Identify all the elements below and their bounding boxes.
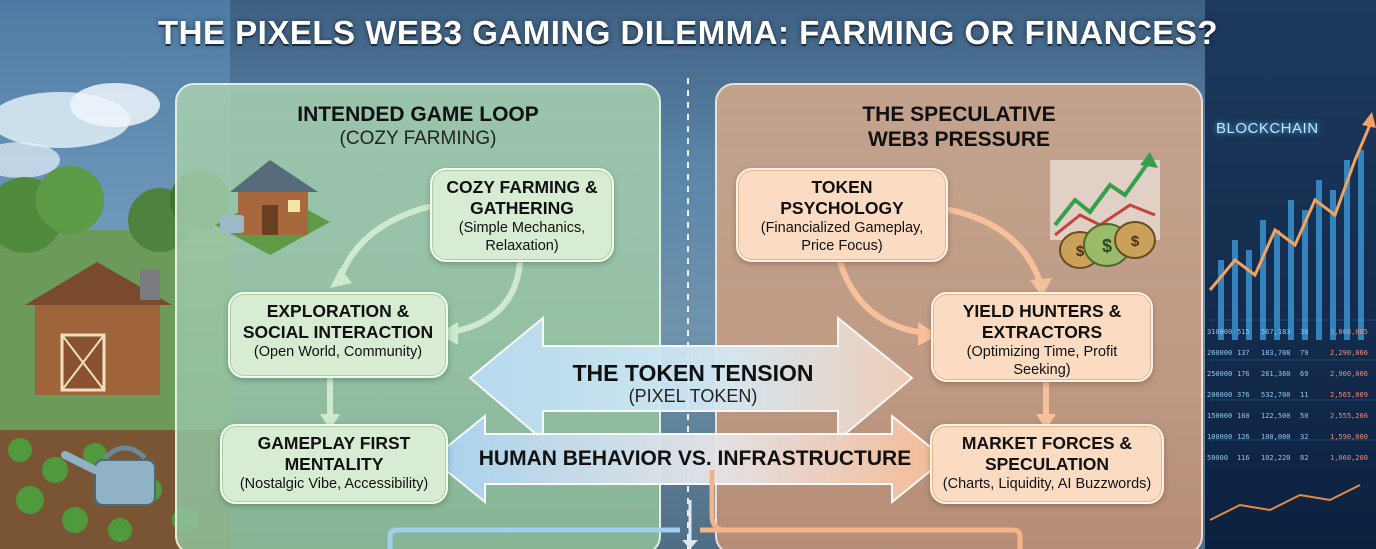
node-title: PSYCHOLOGY [780,198,904,218]
blockchain-label: BLOCKCHAIN [1216,120,1319,137]
node-title: TOKEN [811,177,873,197]
page-title: THE PIXELS WEB3 GAMING DILEMMA: FARMING … [157,14,1218,51]
ticker-value: 116 [1237,454,1250,462]
svg-text:$: $ [1131,233,1140,250]
ticker-value: 122,500 [1261,412,1291,420]
ticker-value: 79 [1300,349,1309,357]
token-tension-title: THE TOKEN TENSION [572,360,814,386]
ticker-value: 2,900,006 [1330,370,1368,378]
ticker-column-2: 515 137 176 376 160 126 116 [1237,322,1257,469]
node-title: GAMEPLAY FIRST [257,433,411,453]
ticker-value: 82 [1300,454,1309,462]
ticker-value: 50000 [1207,454,1229,462]
node-detail: (Nostalgic Vibe, Accessibility) [239,476,429,492]
ticker-value: 176 [1237,370,1250,378]
ticker-column-3: 567,183 183,708 261,360 532,700 122,500 … [1261,322,1295,469]
node-detail: (Simple Mechanics, [458,220,586,236]
ticker-value: 2,555,206 [1330,412,1368,420]
node-title: SOCIAL INTERACTION [242,322,434,342]
node-title: MARKET FORCES & [961,433,1133,453]
ticker-value: 567,183 [1261,328,1291,336]
node-title: COZY FARMING & [446,177,598,197]
ticker-value: 200000 [1207,391,1233,399]
ticker-value: 100,000 [1261,433,1291,441]
node-detail: (Open World, Community) [253,344,423,360]
money-bags-icon: $ $ $ [1059,221,1156,269]
barn-icon [25,262,172,395]
ticker-column-5: 3,808,065 2,290,066 2,900,006 2,565,009 … [1330,322,1374,469]
ticker-column-4: 38 79 69 11 50 32 82 [1300,322,1316,469]
right-panel-heading-line2: WEB3 PRESSURE [867,128,1051,151]
ticker-value: 250000 [1207,370,1233,378]
node-detail: (Charts, Liquidity, AI Buzzwords) [942,476,1152,492]
svg-text:$: $ [1076,243,1085,260]
ticker-value: 11 [1300,391,1309,399]
left-panel-subheading: (COZY FARMING) [339,128,497,149]
node-detail: (Financialized Gameplay, [760,220,924,236]
ticker-value: 260000 [1207,349,1233,357]
ticker-value: 1,590,000 [1330,433,1368,441]
token-tension-subtitle: (PIXEL TOKEN) [628,386,758,406]
node-detail: (Optimizing Time, Profit [966,344,1118,360]
node-title: MENTALITY [284,454,384,474]
node-title: EXPLORATION & [266,301,410,321]
node-cozy-farming: COZY FARMING & GATHERING (Simple Mechani… [430,168,614,262]
node-title: SPECULATION [984,454,1110,474]
ticker-value: 160 [1237,412,1250,420]
ticker-value: 137 [1237,349,1250,357]
ticker-value: 150000 [1207,412,1233,420]
ticker-value: 183,708 [1261,349,1291,357]
svg-text:$: $ [1102,236,1112,256]
right-panel-heading-line1: THE SPECULATIVE [862,103,1056,126]
ticker-value: 100000 [1207,433,1233,441]
node-gameplay-first: GAMEPLAY FIRST MENTALITY (Nostalgic Vibe… [220,424,448,504]
ticker-value: 102,220 [1261,454,1291,462]
ticker-value: 50 [1300,412,1309,420]
blockchain-chart-icon [1208,112,1376,521]
node-title: YIELD HUNTERS & [962,301,1122,321]
ticker-value: 126 [1237,433,1250,441]
node-detail: Seeking) [1013,362,1071,378]
left-panel-heading: INTENDED GAME LOOP [297,103,539,126]
node-yield-hunters: YIELD HUNTERS & EXTRACTORS (Optimizing T… [931,292,1153,382]
ticker-value: 1,060,200 [1330,454,1368,462]
ticker-value: 2,565,009 [1330,391,1368,399]
human-behavior-label: HUMAN BEHAVIOR VS. INFRASTRUCTURE [478,447,912,470]
node-token-psychology: TOKEN PSYCHOLOGY (Financialized Gameplay… [736,168,948,262]
node-title: GATHERING [470,198,574,218]
ticker-value: 38 [1300,328,1309,336]
watering-can-icon [61,445,156,506]
node-detail: Relaxation) [485,238,559,254]
ticker-value: 532,700 [1261,391,1291,399]
node-market-forces: MARKET FORCES & SPECULATION (Charts, Liq… [930,424,1164,504]
farmhouse-icon [215,160,330,255]
ticker-value: 69 [1300,370,1309,378]
ticker-column-1: 310000 260000 250000 200000 150000 10000… [1207,322,1237,469]
ticker-value: 515 [1237,328,1250,336]
ticker-value: 2,290,066 [1330,349,1368,357]
ticker-value: 376 [1237,391,1250,399]
ticker-value: 32 [1300,433,1309,441]
node-detail: Price Focus) [801,238,883,254]
node-exploration-social: EXPLORATION & SOCIAL INTERACTION (Open W… [228,292,448,378]
ticker-value: 3,808,065 [1330,328,1368,336]
node-title: EXTRACTORS [981,322,1103,342]
ticker-value: 310000 [1207,328,1233,336]
ticker-value: 261,360 [1261,370,1291,378]
